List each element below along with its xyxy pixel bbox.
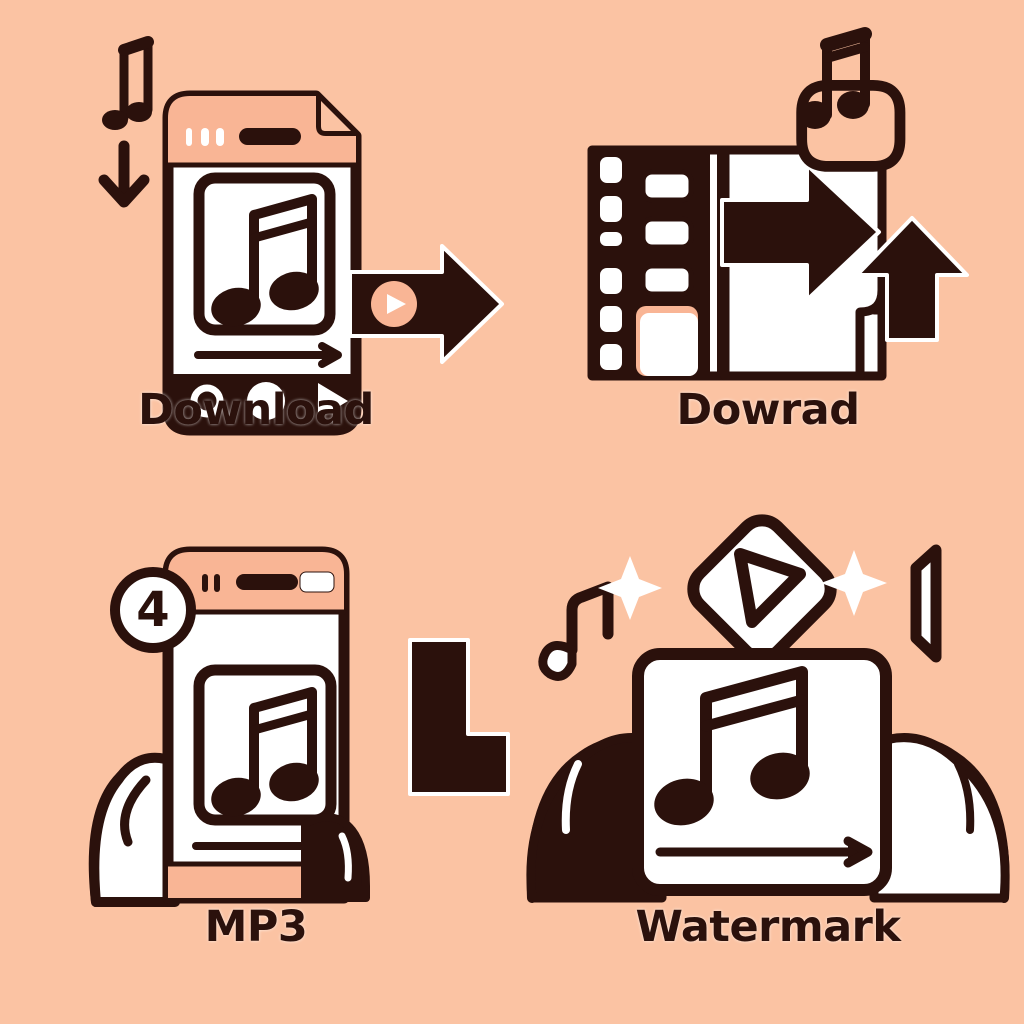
progress-bar-icon [655, 836, 873, 868]
progress-bar-icon [194, 342, 342, 368]
play-triangle-icon [318, 383, 348, 419]
panel-caption-watermark: Watermark [635, 902, 901, 952]
down-arrow-icon [98, 140, 150, 208]
music-note-icon [102, 36, 154, 130]
step-badge-number: 4 [136, 582, 169, 638]
panel-watermark-artwork [526, 514, 1010, 903]
thumb-icon [301, 813, 370, 902]
panel-download-phone: Download [0, 0, 512, 512]
sparkle-icon [821, 550, 887, 616]
panel-caption-dowrad: Dowrad [676, 385, 860, 435]
panel-caption-mp3: MP3 [204, 902, 308, 952]
panel-mp3: 4 MP3 [0, 512, 512, 1024]
panel-film-convert: Dowrad [512, 0, 1024, 512]
panel-film-artwork [587, 27, 969, 381]
status-indicator-icon [202, 571, 335, 593]
home-circle-icon [247, 382, 285, 420]
right-arrow-icon [720, 163, 881, 302]
corner-arrow-icon [408, 638, 510, 796]
speaker-notch-icon [239, 128, 301, 145]
up-arrow-icon [855, 216, 969, 342]
diamond-play-icon [687, 514, 837, 664]
hand-right-icon [869, 733, 1010, 903]
bracket-icon [910, 544, 942, 663]
music-note-artwork-icon [193, 664, 337, 826]
sparkle-icon [598, 556, 662, 620]
status-indicator-icon [186, 128, 224, 146]
panel-mp3-artwork: 4 [88, 546, 510, 907]
panel-download-artwork [98, 36, 504, 436]
panel-caption-download: Download [138, 385, 374, 435]
hand-icon [88, 752, 180, 907]
step-badge-icon: 4 [110, 567, 196, 653]
phone-control-bar [168, 374, 356, 430]
music-note-artwork-icon [193, 172, 336, 336]
camera-dot-icon [190, 384, 224, 418]
panel-watermark: Watermark [512, 512, 1024, 1024]
headphone-music-note-icon [796, 27, 906, 172]
music-note-artwork-icon [654, 666, 810, 826]
right-arrow-icon [348, 244, 504, 364]
music-note-icon [538, 581, 614, 681]
